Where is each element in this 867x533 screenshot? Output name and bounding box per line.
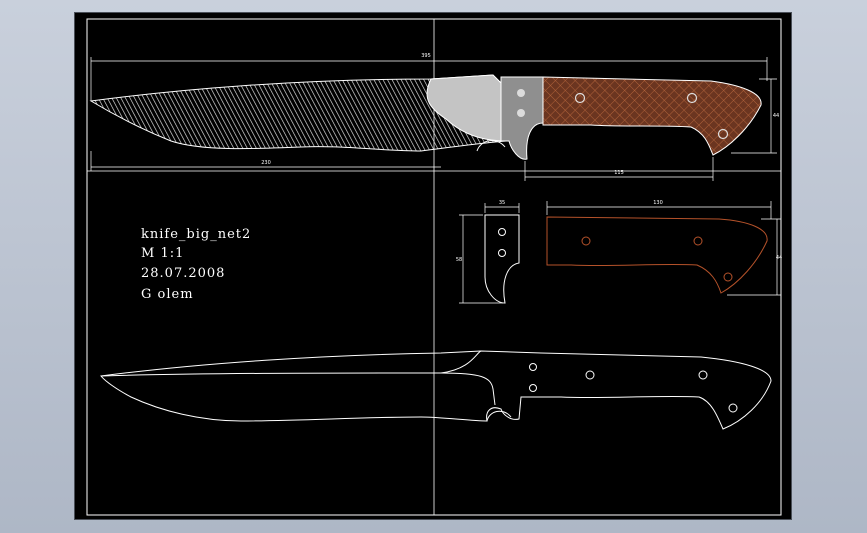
bolster [500,76,544,160]
dim-handle-length: 115 [614,170,624,176]
scale-pin-1 [581,236,591,246]
drawing-author: G olem [141,287,194,302]
dim-scale-height: 44 [776,255,782,261]
dim-scale-length: 130 [653,200,663,206]
outline-lanyard-hole [728,403,738,413]
bolster-part-pin-1 [498,228,506,236]
handle-pin-1 [574,92,586,104]
outline-pin-3 [585,370,595,380]
bolster-part: 35 58 [456,200,520,304]
bolster-pin-lower [517,109,525,117]
handle-scale [542,76,762,156]
drawing-sheet: 395 230 115 44 35 58 [74,12,792,520]
plunge-line [440,372,496,406]
handle-pin-2 [686,92,698,104]
dim-blade-length: 230 [261,160,271,166]
drawing-scale: M 1:1 [141,246,185,261]
rendered-knife [89,74,762,160]
dim-handle-height: 44 [773,113,779,119]
knife-drawing-canvas: 395 230 115 44 35 58 [86,18,782,516]
scale-pin-2 [693,236,703,246]
bolster-part-pin-2 [498,249,506,257]
outline-pin-1 [529,363,537,371]
outline-pin-2 [529,384,537,392]
choil-outline [486,410,512,422]
dim-bolster-width: 35 [499,200,505,206]
scale-part: 130 44 [546,200,782,296]
bolster-pin-upper [517,89,525,97]
knife-outline-template [100,350,772,430]
dim-overall-length: 395 [421,53,431,59]
drawing-date: 28.07.2008 [141,266,226,281]
dim-bolster-height: 58 [456,257,462,263]
scale-lanyard-hole [723,272,733,282]
dimension-lines-top [90,57,777,181]
outline-pin-4 [698,370,708,380]
scale-outline [546,216,768,294]
drawing-name: knife_big_net2 [141,227,252,242]
lanyard-hole [717,128,729,140]
grind-line-top [100,350,482,377]
bolster-outline [484,214,520,304]
blade-handle-outline [100,350,772,430]
choil [476,140,506,152]
blade-hatched [89,74,508,152]
